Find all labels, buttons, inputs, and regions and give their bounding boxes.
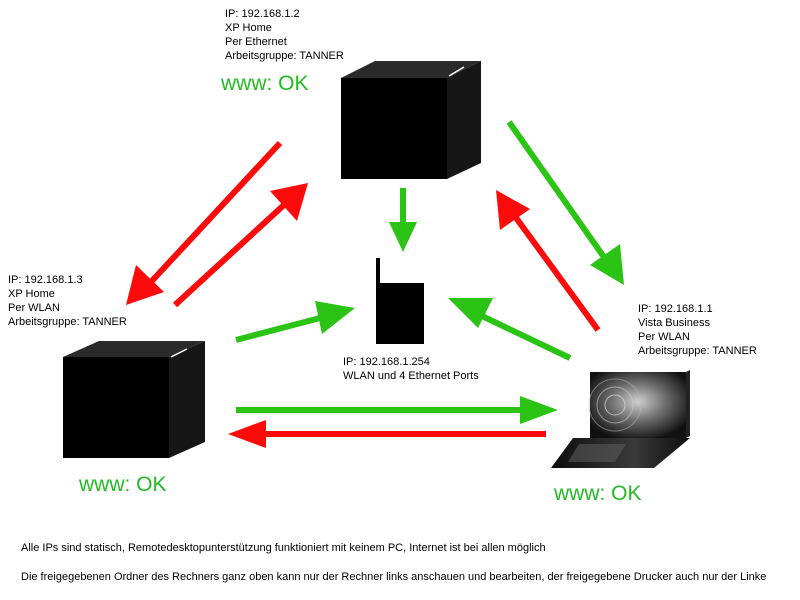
note-ip-remote: Alle IPs sind statisch, Remotedesktopunt… bbox=[21, 542, 546, 554]
node-ip: IP: 192.168.1.2 bbox=[225, 8, 300, 20]
node-left-www-status: www: OK bbox=[79, 473, 167, 496]
node-connection: Per WLAN bbox=[8, 302, 60, 314]
arrow-top-to-laptop bbox=[506, 120, 624, 285]
laptop-icon bbox=[551, 370, 690, 468]
desktop-cube-icon bbox=[341, 61, 481, 179]
router-ip: IP: 192.168.1.254 bbox=[343, 356, 430, 368]
node-connection: Per WLAN bbox=[638, 331, 690, 343]
router-description: WLAN und 4 Ethernet Ports bbox=[343, 370, 479, 382]
node-ip: IP: 192.168.1.3 bbox=[8, 274, 83, 286]
arrow-laptop-to-top bbox=[496, 190, 601, 332]
node-left-info: IP: 192.168.1.3 XP Home Per WLAN Arbeits… bbox=[8, 273, 127, 329]
desktop-cube-icon bbox=[63, 341, 205, 458]
node-top-www-status: www: OK bbox=[221, 72, 309, 95]
node-workgroup: Arbeitsgruppe: TANNER bbox=[638, 345, 757, 357]
router-info: IP: 192.168.1.254 WLAN und 4 Ethernet Po… bbox=[343, 355, 479, 383]
arrow-left-to-top bbox=[172, 183, 308, 308]
node-top-info: IP: 192.168.1.2 XP Home Per Ethernet Arb… bbox=[225, 7, 344, 63]
node-right-info: IP: 192.168.1.1 Vista Business Per WLAN … bbox=[638, 302, 757, 358]
node-os: XP Home bbox=[8, 288, 55, 300]
node-os: Vista Business bbox=[638, 317, 710, 329]
arrow-top-to-left bbox=[126, 140, 283, 305]
node-workgroup: Arbeitsgruppe: TANNER bbox=[225, 50, 344, 62]
arrow-laptop-to-router bbox=[448, 298, 572, 361]
arrow-top-to-router bbox=[389, 188, 417, 252]
node-ip: IP: 192.168.1.1 bbox=[638, 303, 713, 315]
arrows bbox=[126, 120, 624, 448]
arrow-left-to-router bbox=[235, 301, 355, 343]
note-shared-folders: Die freigegebenen Ordner des Rechners ga… bbox=[21, 571, 767, 583]
node-right-www-status: www: OK bbox=[554, 482, 642, 505]
router-icon bbox=[376, 258, 424, 344]
arrow-laptop-to-left bbox=[228, 420, 546, 448]
node-workgroup: Arbeitsgruppe: TANNER bbox=[8, 316, 127, 328]
arrow-left-to-laptop bbox=[236, 396, 558, 424]
node-os: XP Home bbox=[225, 22, 272, 34]
node-connection: Per Ethernet bbox=[225, 36, 287, 48]
